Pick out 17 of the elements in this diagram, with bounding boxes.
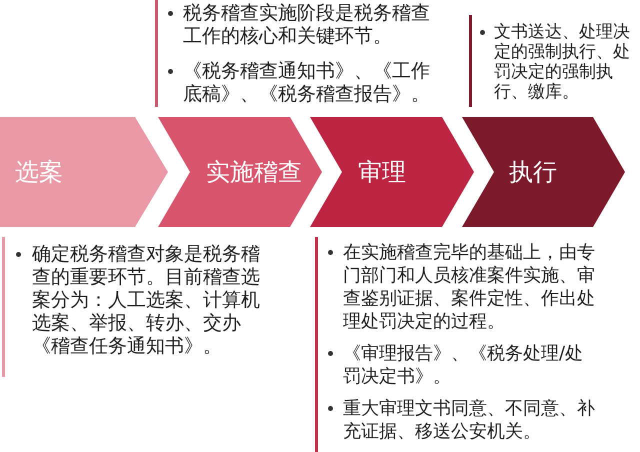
chevron-step	[310, 117, 474, 227]
note-panel	[315, 237, 597, 452]
bullet-text: 《审理报告》、《税务处理/处罚决定书》。	[343, 342, 584, 388]
step-label: 选案	[15, 158, 63, 186]
chevron-step	[462, 117, 625, 227]
bullet-text: 《税务稽查通知书》、《工作底稿》、《税务稽查报告》。	[183, 60, 431, 106]
bullet-text: 文书送达、处理决定的强制执行、处罚决定的强制执行、缴库。	[494, 22, 631, 102]
bullet-text: 在实施稽查完毕的基础上，由专门部门和人员核准案件实施、审查鉴别证据、案件定性、作出处理处罚决定的过程。	[343, 241, 596, 333]
step-label: 执行	[509, 158, 557, 186]
note-panel	[2, 237, 262, 377]
bullet-text: 重大审理文书同意、不同意、补充证据、移送公安机关。	[343, 397, 596, 443]
chevron-step	[158, 117, 322, 227]
step-label: 审理	[358, 158, 406, 186]
bullet-text: 税务稽查实施阶段是税务稽查工作的核心和关键环节。	[183, 2, 431, 48]
bullet-text: 确定税务稽查对象是税务稽查的重要环节。目前稽查选案分为：人工选案、计算机选案、举报、转办、交办《稽查任务通知书》。	[32, 243, 261, 358]
step-label: 实施稽查	[206, 158, 302, 186]
chevron-step	[0, 117, 168, 227]
